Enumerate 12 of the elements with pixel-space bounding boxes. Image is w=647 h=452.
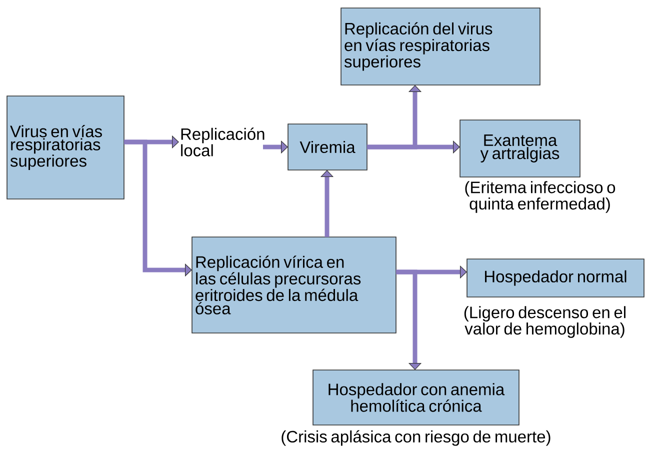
note-text: (Crisis aplásica con riesgo de muerte) [282, 430, 550, 446]
process-box: Virus en vías respiratorias superiores [6, 96, 124, 200]
arrow [396, 270, 422, 370]
note-text: (Eritema infeccioso o quinta enfermedad) [465, 181, 616, 213]
process-box: Replicación del virus en vías respiratorias superiores [340, 8, 540, 86]
process-box: Viremia [288, 124, 368, 170]
step-label: Replicación local [181, 128, 264, 156]
process-box: Hospedador normal [466, 258, 644, 298]
note-text: (Ligero descenso en el valor de hemoglobina) [464, 306, 626, 338]
process-box: Exantema y artralgias [460, 120, 580, 178]
process-box: Hospedador con anemia hemolítica crónica [312, 370, 520, 426]
process-box: Replicación vírica en las células precursoras eritroides de la médula ósea [192, 236, 396, 334]
